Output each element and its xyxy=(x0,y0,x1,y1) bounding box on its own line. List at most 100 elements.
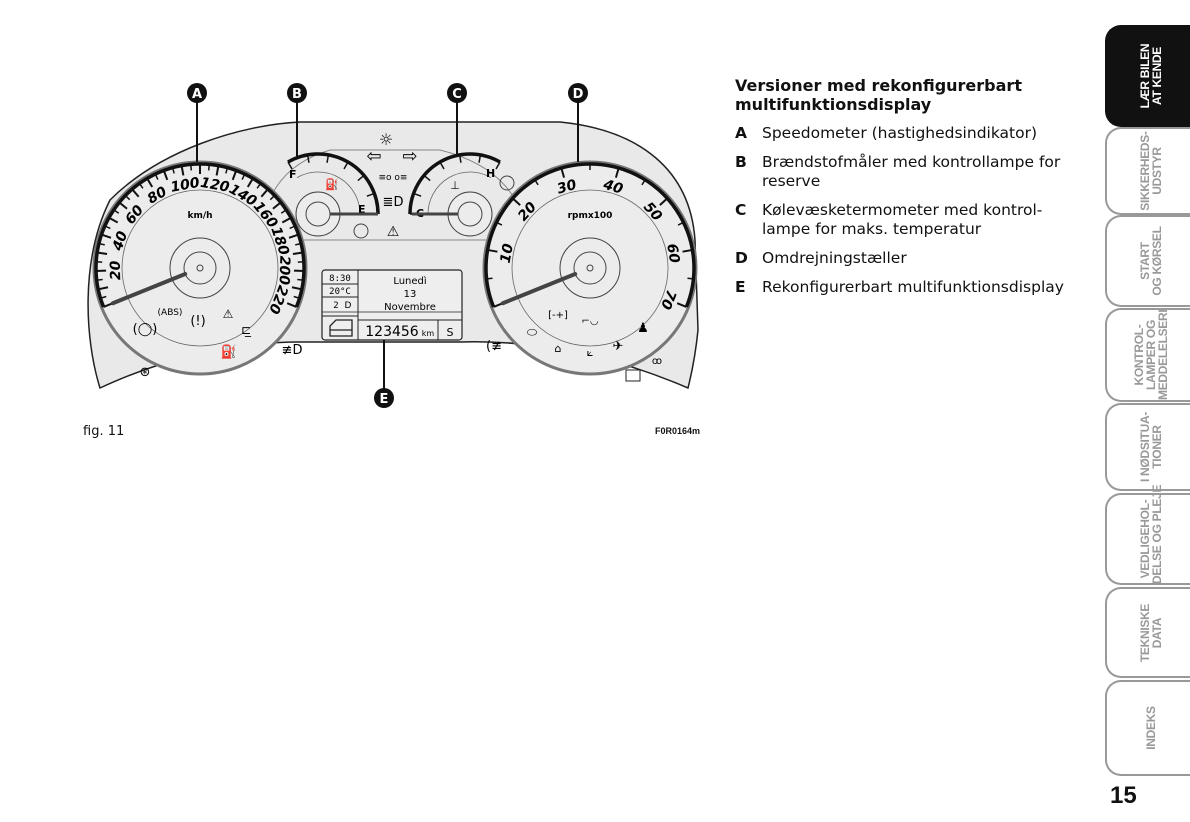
side-lights-icon: ≡o o≡ xyxy=(379,173,408,183)
tachometer-dial xyxy=(482,160,698,376)
chapter-tab-label: KONTROL- LAMPER OG MEDDELELSERI xyxy=(1132,309,1170,400)
callout-letter: D xyxy=(573,87,584,102)
speedometer-tick xyxy=(97,251,108,256)
page-number: 15 xyxy=(1110,782,1137,809)
chapter-tab[interactable]: VEDLIGEHOL- DELSE OG PLEJE xyxy=(1105,485,1190,585)
chapter-tab-label: LÆR BILEN AT KENDE xyxy=(1138,43,1164,109)
glow-plug-icon: ꝏ xyxy=(652,356,662,367)
high-beam-icon: ≣D xyxy=(383,195,404,210)
speedometer-tick xyxy=(98,242,105,246)
legend-key: C xyxy=(735,201,747,219)
seat-icon: ⟀ xyxy=(587,346,594,359)
temp-gauge-tick xyxy=(478,154,482,163)
speedometer-scale-arc xyxy=(94,162,306,308)
display-temperature: 20°C xyxy=(329,287,351,297)
legend-key: E xyxy=(735,278,746,296)
legend-key: B xyxy=(735,153,747,171)
display-date: 13 xyxy=(404,289,417,300)
callout-letter: B xyxy=(292,87,302,102)
turn-right-icon: ⇨ xyxy=(402,146,417,167)
display-time: 8:30 xyxy=(329,274,351,284)
battery-icon: [-+] xyxy=(548,310,568,321)
speedometer-label: 20 xyxy=(108,260,125,280)
legend-item: B Brændstofmåler med kontrollampe for res… xyxy=(735,153,1065,191)
section-title: Versioner med rekonfigurerbart multifunk… xyxy=(735,76,1022,114)
chapter-tab[interactable]: START OG KØRSEL xyxy=(1105,215,1190,307)
esp-icon: ⚠ xyxy=(223,307,234,321)
legend-text: Omdrejningstæller xyxy=(762,249,907,267)
callout-badge xyxy=(447,83,467,103)
speedometer-inner-ring xyxy=(121,189,279,347)
tachometer-label: 70 xyxy=(657,287,679,311)
speedometer-tick xyxy=(293,295,300,299)
speedometer-tick xyxy=(96,278,103,281)
speedometer-tick xyxy=(207,164,210,171)
chapter-tab[interactable]: KONTROL- LAMPER OG MEDDELELSERI xyxy=(1105,308,1190,402)
speedometer-tick xyxy=(297,278,304,281)
chapter-tab[interactable]: I NØDSITUA- TIONER xyxy=(1105,403,1190,491)
legend-item: D Omdrejningstæller xyxy=(735,249,1065,268)
tachometer-tick xyxy=(614,167,620,178)
legend-text: Kølevæsketermometer med kontrol-lampe fo… xyxy=(762,201,1043,238)
fuel-gauge-label-low: F xyxy=(289,168,297,181)
temp-max-lamp xyxy=(499,175,515,191)
callout-badge xyxy=(568,83,588,103)
engine-check-icon: ⬭ xyxy=(527,325,538,339)
fuel-gauge-tick xyxy=(366,192,375,197)
speedometer-tick xyxy=(131,188,140,198)
chapter-tab[interactable]: TEKNISKE DATA xyxy=(1105,587,1190,678)
tachometer-scale-arc xyxy=(484,162,696,308)
speedometer-tick xyxy=(292,251,303,256)
fuel-reserve-icon: ⛽ xyxy=(221,344,237,360)
door-open-icon: ⊏̲ xyxy=(241,323,252,337)
speedometer-tick xyxy=(256,183,262,189)
fuel-gauge-arc xyxy=(287,152,380,215)
legend-key: D xyxy=(735,249,748,267)
brake-icon: (!) xyxy=(190,314,205,329)
chapter-tab[interactable]: SIKKERHEDS- UDSTYR xyxy=(1105,127,1190,215)
multifunction-display: 8:30 20°C 2 D Lunedì 13 Novembre 123456 … xyxy=(321,269,463,341)
turn-left-icon: ⇦ xyxy=(366,146,381,167)
callout-badge xyxy=(287,83,307,103)
tachometer-unit: rpmx100 xyxy=(568,211,613,221)
fuel-gauge-tick xyxy=(287,161,293,170)
speedometer-tick xyxy=(269,194,276,201)
chapter-tab[interactable]: LÆR BILEN AT KENDE xyxy=(1105,25,1190,127)
chapter-tab[interactable]: INDEKS xyxy=(1105,680,1190,776)
tachometer-tick xyxy=(687,277,694,280)
tachometer-pivot xyxy=(586,264,594,272)
cruise-control-icon: ⊛ xyxy=(140,365,151,380)
front-fog-light-icon: ≢D xyxy=(282,343,303,358)
tachometer-needle xyxy=(500,271,578,306)
display-headlight-level: 2 xyxy=(333,301,338,311)
brake-pad-icon: (◯) xyxy=(133,322,158,337)
speedometer-tick xyxy=(154,173,159,180)
fuel-gauge-label-high: E xyxy=(358,203,366,216)
speedometer-tick xyxy=(104,225,111,230)
tachometer-tick xyxy=(487,248,498,253)
temp-gauge-arc xyxy=(408,152,501,215)
legend-text: Brændstofmåler med kontrollampe for rese… xyxy=(762,153,1061,190)
speedometer-pivot xyxy=(196,264,204,272)
door-status-icon xyxy=(329,319,353,337)
speedometer-tick xyxy=(190,164,193,171)
tachometer-tick xyxy=(512,197,521,206)
display-mode: S xyxy=(447,326,454,339)
chapter-tab-label: TEKNISKE DATA xyxy=(1138,603,1164,662)
dpf-icon xyxy=(625,369,641,382)
speedometer-tick xyxy=(246,177,254,188)
tachometer-label: 30 xyxy=(555,177,578,198)
legend-text: Rekonfigurerbart multifunktionsdisplay xyxy=(762,278,1064,296)
tachometer-label: 40 xyxy=(601,177,625,198)
speedometer-tick xyxy=(101,233,112,239)
display-odometer-unit: km xyxy=(422,329,435,338)
tachometer-inner-ring xyxy=(511,189,669,347)
speedometer-tick xyxy=(215,165,220,176)
tachometer-tick xyxy=(676,302,687,308)
legend-key: A xyxy=(735,124,747,142)
callout-badge xyxy=(374,388,394,408)
abs-icon: (ABS) xyxy=(158,308,183,318)
fuel-gauge-tick xyxy=(326,154,330,163)
tachometer-hub xyxy=(573,251,607,285)
speedometer-tick xyxy=(108,216,119,224)
